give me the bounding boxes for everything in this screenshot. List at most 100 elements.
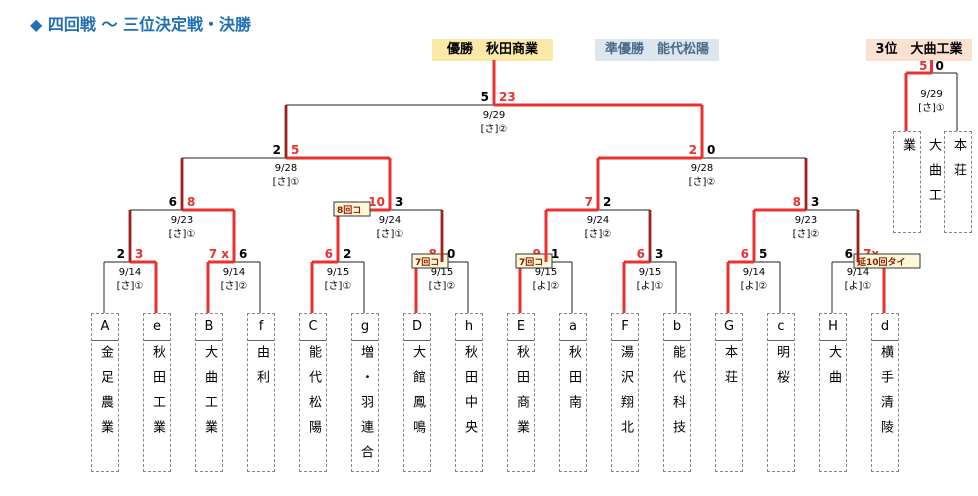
score-right: 1 xyxy=(551,247,559,261)
score-left: 2 xyxy=(273,143,281,157)
match-date: 9/15 xyxy=(639,267,661,278)
score-left: 7 xyxy=(585,195,593,209)
score-left: 6 xyxy=(845,247,853,261)
team-box: A 金足農業 xyxy=(91,313,119,472)
match-date: 9/14 xyxy=(743,267,765,278)
score-right: 0 xyxy=(707,143,715,157)
score-right: 23 xyxy=(499,90,516,104)
team-name: 大曲工業 xyxy=(900,138,941,213)
score-left: 2 xyxy=(117,247,125,261)
match-date: 9/23 xyxy=(795,215,817,226)
team-name: 能代松陽 xyxy=(306,345,321,445)
match-date: 9/14 xyxy=(847,267,869,278)
page-title: ◆ 四回戦 ～ 三位決定戦・決勝 xyxy=(30,15,252,34)
team-seed: A xyxy=(92,314,118,341)
score-right: 5 xyxy=(291,143,299,157)
match-venue: [さ]② xyxy=(429,280,456,292)
score-right: 6 xyxy=(239,247,247,261)
team-seed: e xyxy=(144,314,170,341)
team-seed: G xyxy=(716,314,742,341)
match-venue: [よ]② xyxy=(741,280,768,292)
team-seed: E xyxy=(508,314,534,341)
team-box: b 能代科技 xyxy=(663,313,691,472)
third-place-team-box: 本荘 xyxy=(944,131,972,233)
match-venue: [さ]① xyxy=(325,280,352,292)
match-date: 9/24 xyxy=(379,215,401,226)
team-seed: f xyxy=(248,314,274,341)
score-left: 6 xyxy=(741,247,749,261)
third-date: 9/29 xyxy=(920,89,942,100)
game-note: 7回コ xyxy=(415,257,439,268)
score-right: 5 xyxy=(759,247,767,261)
team-box: d 横手清陵 xyxy=(871,313,899,472)
match-venue: [さ]② xyxy=(689,176,716,188)
match-date: 9/14 xyxy=(223,267,245,278)
score-right: 3 xyxy=(395,195,403,209)
score-left: 10 xyxy=(368,195,385,209)
match-venue: [さ]② xyxy=(793,228,820,240)
match-date: 9/15 xyxy=(431,267,453,278)
match-date: 9/28 xyxy=(275,163,297,174)
team-name: 横手清陵 xyxy=(878,345,893,445)
team-name: 大曲工業 xyxy=(202,345,217,445)
team-name: 由利 xyxy=(254,345,269,395)
runner-up-label: 準優勝 能代松陽 xyxy=(595,39,719,61)
game-note-box xyxy=(515,253,553,269)
score-right: 3 xyxy=(811,195,819,209)
score-left: 6 xyxy=(169,195,177,209)
third-place-label: 3位 大曲工業 xyxy=(866,39,972,61)
team-name: 能代科技 xyxy=(670,345,685,445)
third-place-team-box: 大曲工業 xyxy=(893,131,941,233)
match-venue: [さ]① xyxy=(169,228,196,240)
match-date: 9/23 xyxy=(171,215,193,226)
team-seed: d xyxy=(872,314,898,341)
team-box: f 由利 xyxy=(247,313,275,472)
score-left: 7 x xyxy=(209,247,230,261)
team-name: 金足農業 xyxy=(98,345,113,445)
team-box: C 能代松陽 xyxy=(299,313,327,472)
match-venue: [よ]① xyxy=(637,280,664,292)
team-seed: g xyxy=(352,314,378,341)
match-venue: [さ]① xyxy=(273,176,300,188)
team-seed: h xyxy=(456,314,482,341)
match-date: 9/15 xyxy=(535,267,557,278)
match-venue: [よ]② xyxy=(533,280,560,292)
team-seed: b xyxy=(664,314,690,341)
match-date: 9/15 xyxy=(327,267,349,278)
match-date: 9/28 xyxy=(691,163,713,174)
score-right: 2 xyxy=(343,247,351,261)
score-left: 6 xyxy=(637,247,645,261)
team-name: 増・羽連合 xyxy=(358,345,373,470)
team-name: 秋田南 xyxy=(566,345,581,420)
match-venue: [さ]② xyxy=(221,280,248,292)
match-venue: [さ]① xyxy=(377,228,404,240)
score-left: 5 xyxy=(481,90,489,104)
game-note-box xyxy=(411,253,449,269)
match-venue: [さ]② xyxy=(481,123,508,135)
game-note-box xyxy=(853,253,921,269)
game-note-box xyxy=(333,201,371,217)
match-venue: [さ]① xyxy=(117,280,144,292)
team-seed: C xyxy=(300,314,326,341)
third-venue: [さ]① xyxy=(918,102,945,114)
team-name: 本荘 xyxy=(951,138,966,188)
third-score-right: 0 xyxy=(936,59,944,73)
score-right: 2 xyxy=(603,195,611,209)
game-note: 7回コ xyxy=(519,257,543,268)
score-right: 3 xyxy=(135,247,143,261)
score-left: 8 xyxy=(793,195,801,209)
score-left: 6 xyxy=(325,247,333,261)
score-right: 3 xyxy=(655,247,663,261)
team-seed: F xyxy=(612,314,638,341)
match-date: 9/14 xyxy=(119,267,141,278)
match-date: 9/29 xyxy=(483,110,505,121)
